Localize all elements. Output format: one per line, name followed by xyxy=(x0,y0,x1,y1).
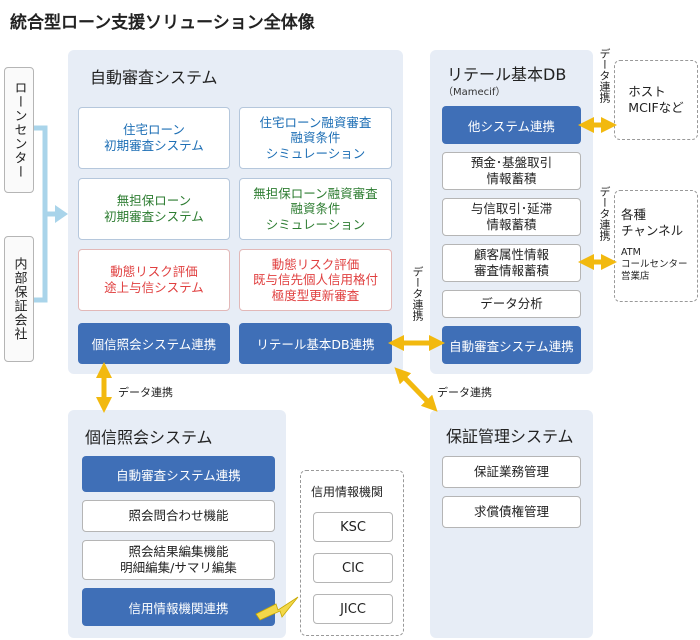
host-box: ホスト MCIFなど xyxy=(614,60,698,140)
retail-db-subtitle: （Mamecif） xyxy=(443,87,506,98)
data-link-label-credit: データ連携 xyxy=(118,386,173,399)
guarantee-item-1: 保証業務管理 xyxy=(442,456,581,488)
retail-item-1: 預金･基盤取引 情報蓄積 xyxy=(442,152,581,190)
channel-detail: ATM コールセンター 営業店 xyxy=(621,247,688,282)
auto-card-6: 動態リスク評価 既与信先個人信用格付 極度型更新審査 xyxy=(239,249,392,311)
loan-center-box: ローンセンター xyxy=(4,67,34,193)
credit-item-2: 照会結果編集機能 明細編集/サマリ編集 xyxy=(82,540,275,580)
guarantee-title: 保証管理システム xyxy=(446,427,574,446)
data-link-label-guarantee: データ連携 xyxy=(437,386,492,399)
agencies-title: 信用情報機関 xyxy=(311,485,384,499)
agency-link-button[interactable]: 信用情報機関連携 xyxy=(82,588,275,626)
host-label: ホスト MCIFなど xyxy=(628,84,684,115)
data-link-label-channel: データ連携 xyxy=(598,186,611,241)
lightning-icon xyxy=(255,596,299,621)
agency-jicc: JICC xyxy=(313,594,393,624)
auto-card-4: 無担保ローン融資審査 融資条件 シミュレーション xyxy=(239,178,392,240)
guarantee-company-label: 内部保証会社 xyxy=(11,257,27,341)
retail-db-title: リテール基本DB xyxy=(447,65,567,84)
credit-link-button[interactable]: 個信照会システム連携 xyxy=(78,323,230,364)
guarantee-company-box: 内部保証会社 xyxy=(4,236,34,362)
retail-item-3: 顧客属性情報 審査情報蓄積 xyxy=(442,244,581,282)
agencies-box: 信用情報機関 KSC CIC JICC xyxy=(300,470,404,636)
retail-item-2: 与信取引･延滞 情報蓄積 xyxy=(442,198,581,236)
guarantee-item-2: 求償債権管理 xyxy=(442,496,581,528)
arrow-guarantee-link xyxy=(394,367,438,412)
retail-item-4: データ分析 xyxy=(442,290,581,318)
channel-title: 各種 チャンネル xyxy=(621,207,684,238)
auto-card-2: 住宅ローン融資審査 融資条件 シミュレーション xyxy=(239,107,392,169)
data-link-label-host: データ連携 xyxy=(598,48,611,103)
channel-box: 各種 チャンネル ATM コールセンター 営業店 xyxy=(614,190,698,302)
retail-link-button[interactable]: リテール基本DB連携 xyxy=(239,323,392,364)
credit-system-title: 個信照会システム xyxy=(85,428,213,447)
auto-card-3: 無担保ローン 初期審査システム xyxy=(78,178,230,240)
credit-auto-link-button[interactable]: 自動審査システム連携 xyxy=(82,456,275,492)
other-system-link-button[interactable]: 他システム連携 xyxy=(442,106,581,144)
data-link-label-retail: データ連携 xyxy=(411,266,424,321)
agency-cic: CIC xyxy=(313,553,393,583)
loan-center-label: ローンセンター xyxy=(11,81,27,179)
auto-card-5: 動態リスク評価 途上与信システム xyxy=(78,249,230,311)
auto-card-1: 住宅ローン 初期審査システム xyxy=(78,107,230,169)
left-bracket-connector xyxy=(34,125,68,303)
credit-item-1: 照会問合わせ機能 xyxy=(82,500,275,532)
auto-review-title: 自動審査システム xyxy=(90,68,218,87)
page-title: 統合型ローン支援ソリューション全体像 xyxy=(10,13,315,33)
agency-ksc: KSC xyxy=(313,512,393,542)
auto-review-link-button[interactable]: 自動審査システム連携 xyxy=(442,326,581,364)
